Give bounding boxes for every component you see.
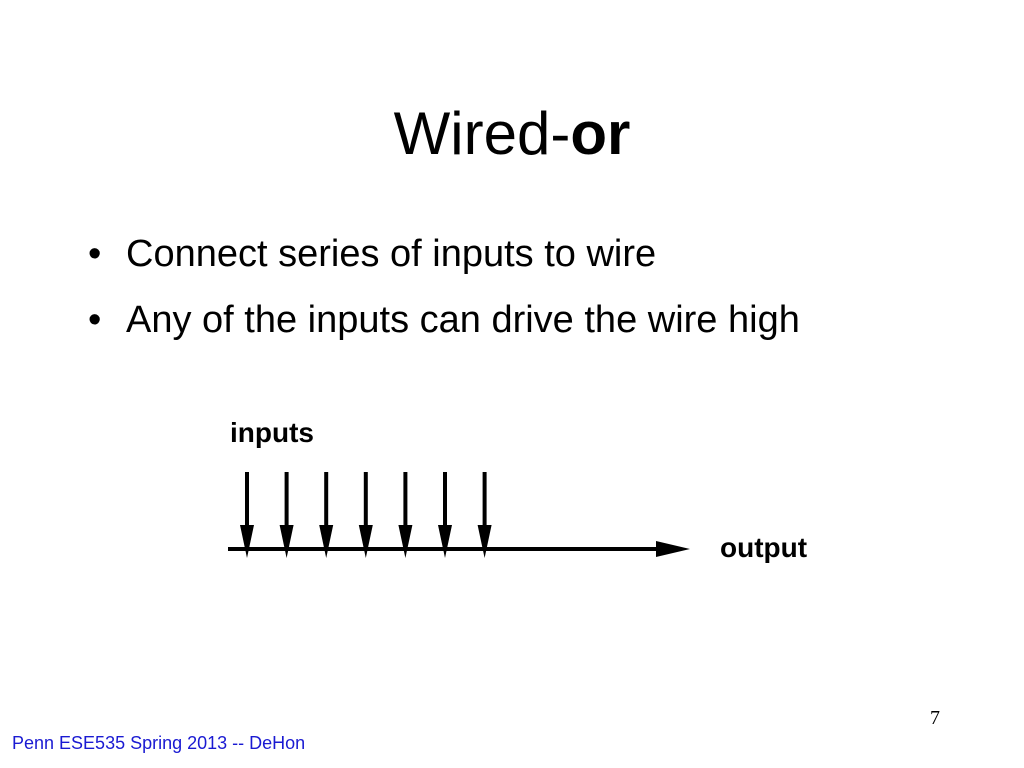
- bullet-item: • Connect series of inputs to wire: [88, 232, 800, 276]
- bullet-dot: •: [88, 299, 102, 341]
- bullet-text: Any of the inputs can drive the wire hig…: [126, 299, 800, 341]
- input-arrow: [438, 472, 452, 558]
- input-arrow: [358, 472, 373, 558]
- input-arrowhead: [240, 525, 254, 558]
- input-arrowhead: [477, 525, 492, 558]
- bullet-list: • Connect series of inputs to wire • Any…: [88, 232, 800, 364]
- bullet-item: • Any of the inputs can drive the wire h…: [88, 298, 800, 342]
- input-arrows: [240, 472, 492, 558]
- title-regular: Wired-: [393, 100, 571, 167]
- output-arrowhead: [656, 541, 690, 557]
- footer-text: Penn ESE535 Spring 2013 -- DeHon: [12, 733, 306, 753]
- input-arrow: [398, 472, 413, 558]
- bullet-dot: •: [88, 233, 102, 275]
- bullet-text: Connect series of inputs to wire: [126, 233, 657, 275]
- title-bold: or: [570, 100, 631, 167]
- input-arrowhead: [358, 525, 373, 558]
- input-arrow: [477, 472, 492, 558]
- input-arrow: [319, 472, 334, 558]
- page-number: 7: [930, 707, 940, 729]
- output-label: output: [720, 532, 807, 563]
- input-arrow: [240, 472, 254, 558]
- inputs-label: inputs: [230, 417, 314, 448]
- slide-title: Wired-or: [0, 98, 1024, 170]
- input-arrowhead: [319, 525, 334, 558]
- input-arrow: [279, 472, 294, 558]
- input-arrowhead: [398, 525, 413, 558]
- input-arrowhead: [279, 525, 294, 558]
- input-arrowhead: [438, 525, 452, 558]
